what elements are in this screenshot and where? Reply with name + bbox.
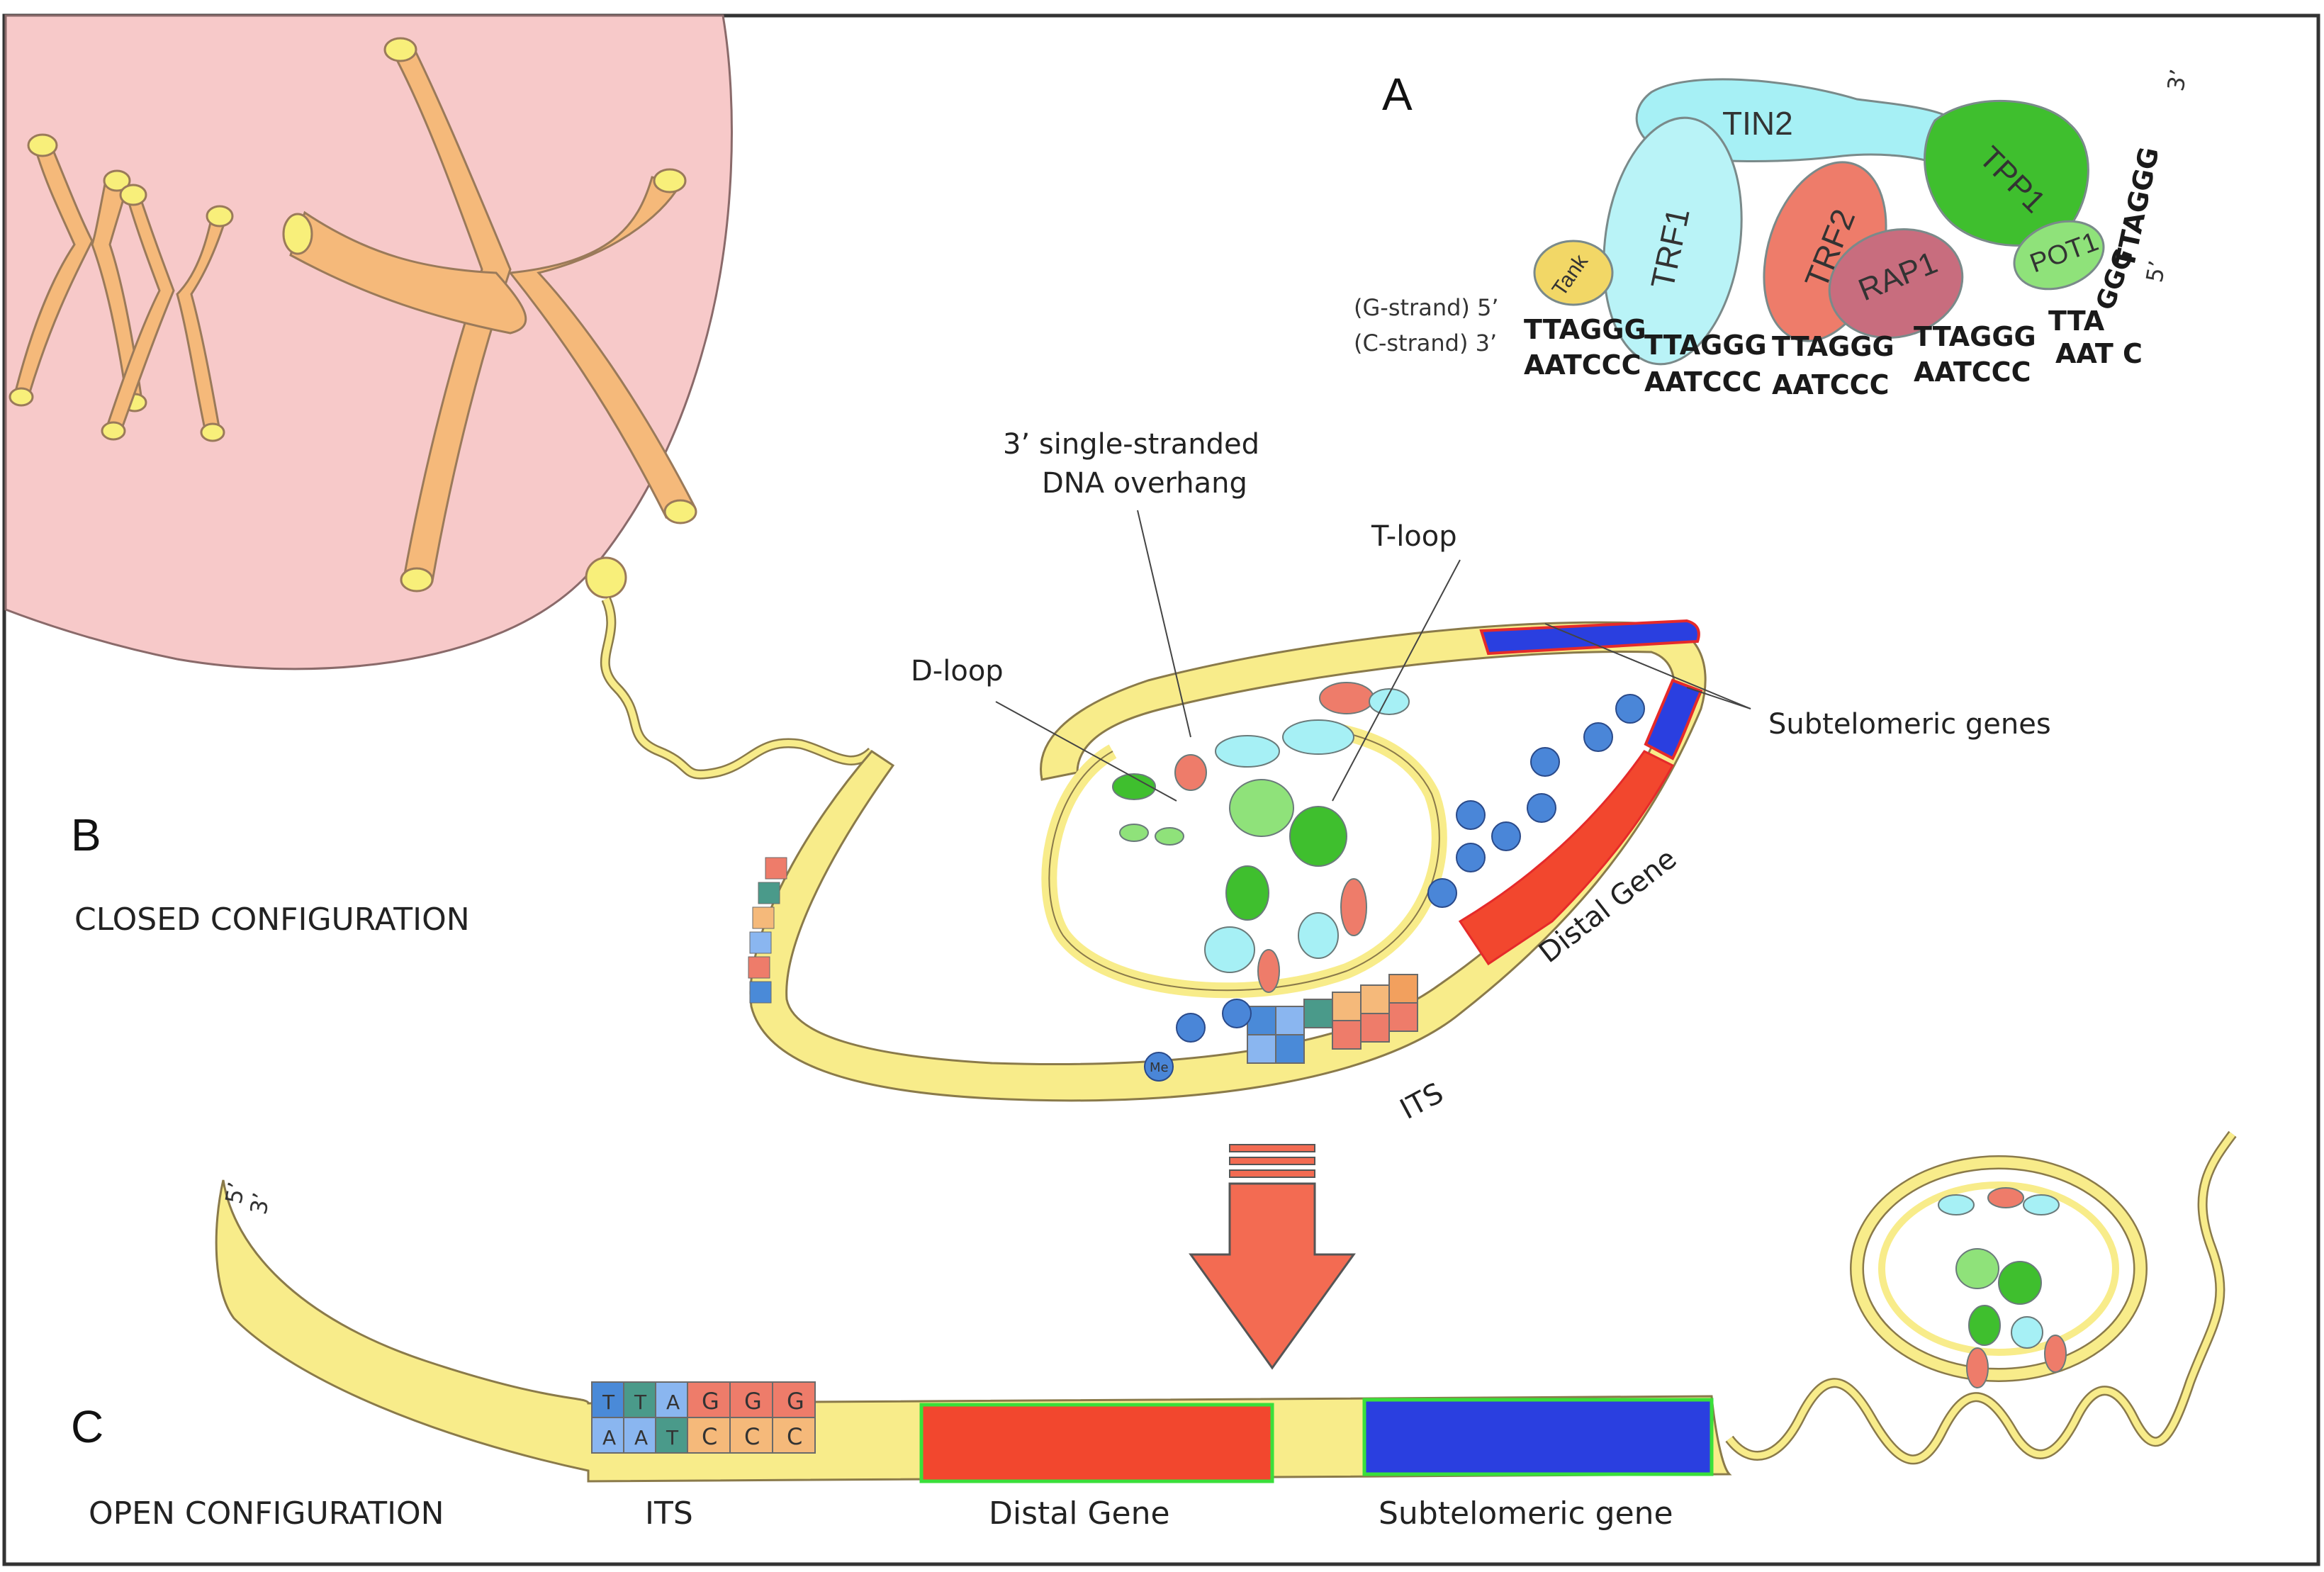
- leader-lines: [995, 510, 1751, 802]
- svg-text:G: G: [787, 1388, 804, 1415]
- dna-helix-tail: [600, 597, 875, 780]
- g-repeat-2: TTAGGG: [1644, 330, 1767, 361]
- g-repeat-5: TTA: [2048, 305, 2105, 337]
- closed-config-label: CLOSED CONFIGURATION: [74, 902, 470, 938]
- overhang-label-2: DNA overhang: [1042, 467, 1247, 500]
- overhang-ttaggg: TTAGGG: [2109, 145, 2165, 271]
- end-3prime-a: 3’: [2162, 67, 2192, 94]
- open-config-label: OPEN CONFIGURATION: [89, 1495, 444, 1532]
- g-strand-label: (G-strand) 5’: [1354, 294, 1499, 321]
- subtelomeric-genes-label: Subtelomeric genes: [1768, 708, 2051, 741]
- dna-ribbon-closed: [749, 621, 1707, 1102]
- t-loop-label: T-loop: [1371, 520, 1457, 553]
- small-t-loop: [1850, 1155, 2148, 1388]
- chromosome-small: [9, 133, 147, 412]
- its-helix-stripe: [748, 857, 787, 1004]
- c-repeat-4: AATCCC: [1914, 356, 2031, 388]
- svg-text:G: G: [744, 1388, 762, 1415]
- shelterin-in-loop: [1112, 682, 1410, 993]
- subtelomeric-gene-label-open: Subtelomeric gene: [1379, 1495, 1673, 1532]
- svg-text:T: T: [634, 1391, 647, 1414]
- g-repeat-1: TTAGGG: [1524, 314, 1646, 345]
- its-label-closed: ITS: [1395, 1077, 1449, 1126]
- c-repeat-1: AATCCC: [1524, 349, 1641, 381]
- svg-text:G: G: [702, 1388, 719, 1415]
- c-repeat-5: AAT C: [2055, 338, 2143, 369]
- svg-text:C: C: [787, 1423, 802, 1450]
- overhang-label-1: 3’ single-stranded: [1003, 428, 1259, 461]
- c-strand-label: (C-strand) 3’: [1354, 330, 1497, 356]
- svg-text:T: T: [602, 1391, 615, 1414]
- g-repeat-3: TTAGGG: [1772, 331, 1894, 362]
- subtelomeric-gene-closed-2: [1644, 678, 1703, 760]
- c-repeat-2: AATCCC: [1644, 366, 1761, 398]
- c-repeat-3: AATCCC: [1772, 369, 1889, 400]
- panel-label-c: C: [71, 1401, 103, 1452]
- d-loop-label: D-loop: [911, 655, 1004, 687]
- svg-text:A: A: [634, 1426, 648, 1449]
- trf1-protein: [1602, 116, 1743, 366]
- pot1-protein: [2013, 220, 2105, 291]
- g-repeat-4: TTAGGG: [1914, 321, 2036, 352]
- telomere-end: [585, 556, 627, 599]
- its-label-open: ITS: [645, 1495, 693, 1532]
- end-5prime-open: 5’: [220, 1180, 250, 1206]
- tank-protein: [1533, 240, 1614, 306]
- distal-gene-open: [919, 1403, 1274, 1483]
- end-5prime-a: 5’: [2140, 259, 2171, 285]
- svg-text:A: A: [602, 1426, 616, 1449]
- subtelomeric-gene-open: [1362, 1398, 1714, 1476]
- its-bases-open: T T A G G G A A T C C C: [602, 1388, 804, 1450]
- chromosome-large: [282, 37, 697, 593]
- svg-text:T: T: [666, 1426, 679, 1449]
- its-tiles-open: [591, 1381, 816, 1454]
- tin2-label: TIN2: [1722, 105, 1793, 142]
- panel-label-b: B: [71, 809, 101, 860]
- shelterin-complex: [1533, 78, 2105, 366]
- rap1-protein: [1828, 228, 1964, 339]
- methyl-label: Me: [1150, 1060, 1169, 1075]
- svg-text:C: C: [702, 1423, 717, 1450]
- chromosome-medium: [101, 184, 234, 442]
- panel-label-a: A: [1382, 69, 1413, 120]
- distal-gene-closed: [1458, 750, 1675, 966]
- figure-frame: [2, 13, 2320, 1566]
- methyl-groups: [1144, 694, 1645, 1082]
- subtelomeric-gene-closed-1: [1479, 619, 1700, 656]
- transition-arrow: [1189, 1144, 1356, 1370]
- its-tiles-closed: [1247, 974, 1418, 1064]
- distal-gene-label-open: Distal Gene: [989, 1495, 1170, 1532]
- svg-text:A: A: [666, 1391, 680, 1414]
- end-3prime-open: 3’: [245, 1191, 275, 1217]
- svg-text:C: C: [744, 1423, 760, 1450]
